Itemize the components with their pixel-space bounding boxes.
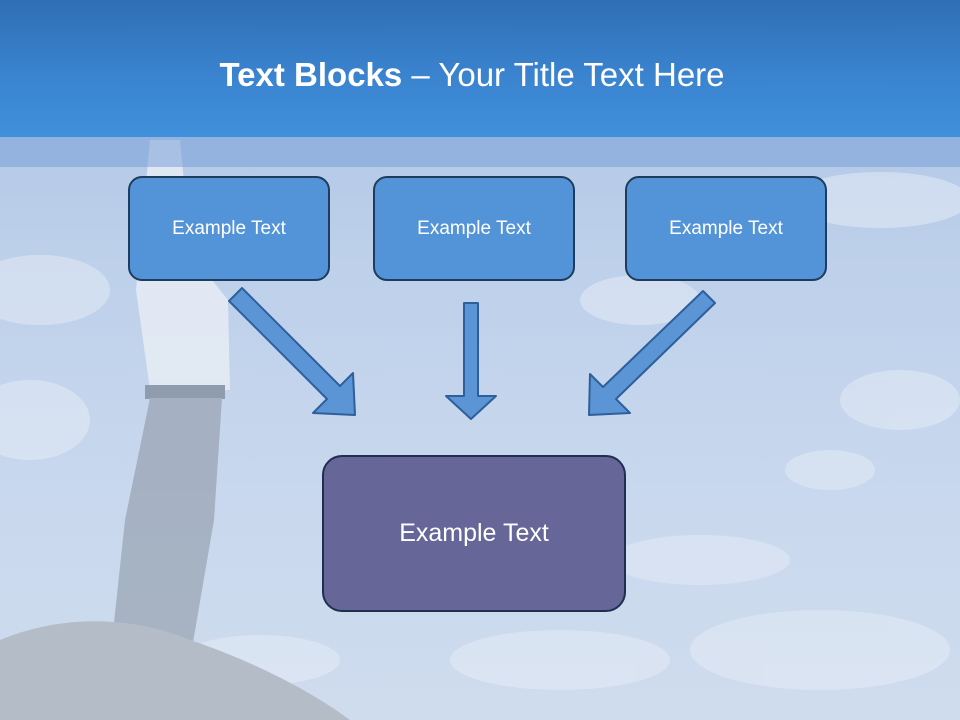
- arrow-center: [445, 302, 497, 420]
- text-block-bottom-label: Example Text: [399, 519, 549, 547]
- text-block-left-label: Example Text: [172, 217, 286, 239]
- text-block-bottom[interactable]: Example Text: [322, 455, 626, 612]
- text-block-left[interactable]: Example Text: [128, 176, 330, 281]
- title-rest: – Your Title Text Here: [402, 56, 725, 93]
- text-block-right[interactable]: Example Text: [625, 176, 827, 281]
- slide-title: Text Blocks – Your Title Text Here: [0, 52, 944, 98]
- text-block-center-label: Example Text: [417, 217, 531, 239]
- text-block-center[interactable]: Example Text: [373, 176, 575, 281]
- text-block-right-label: Example Text: [669, 217, 783, 239]
- title-band: [0, 137, 960, 167]
- title-bold: Text Blocks: [219, 56, 403, 93]
- arrow-left: [228, 287, 356, 416]
- arrow-right: [588, 290, 716, 416]
- title-bar: [0, 0, 960, 137]
